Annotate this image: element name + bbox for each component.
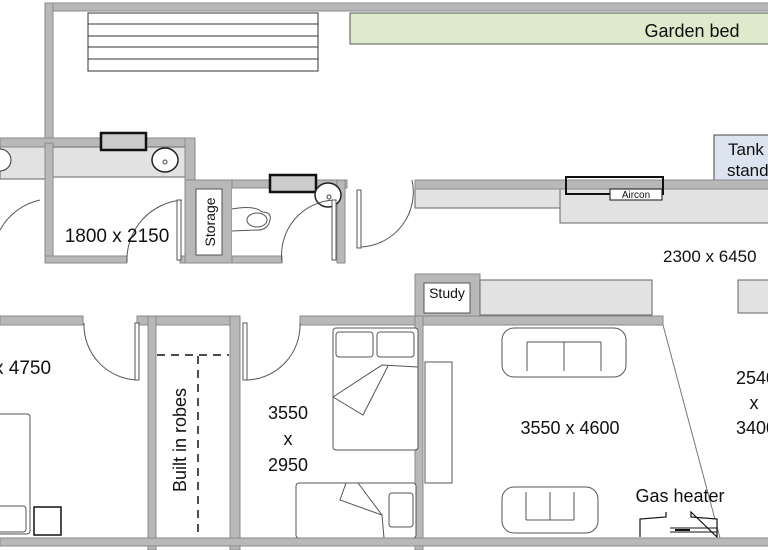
door-leaf[interactable]: [356, 189, 362, 249]
garden-bed: Garden bed: [349, 12, 768, 45]
window-icon: [99, 131, 148, 152]
living-dimensions: 3550 x 4600: [520, 418, 619, 438]
bottom-wall: [0, 537, 768, 547]
study-bench: [479, 279, 653, 316]
dining-width: 2540: [736, 368, 768, 388]
tank-stand: Tank stand: [713, 134, 768, 182]
storage-box: [195, 188, 223, 256]
bedroom-door[interactable]: [83, 322, 139, 381]
garden-bed-label: Garden bed: [644, 21, 739, 41]
toilet-bottom-wall: [231, 255, 283, 264]
door-leaf[interactable]: [176, 199, 182, 261]
hall-wall: [414, 179, 768, 190]
study-desk: [423, 282, 471, 314]
bedroom-top-wall: [0, 315, 84, 326]
robes-label: Built in robes: [170, 388, 190, 492]
living-top-wall: [414, 315, 664, 326]
door-leaf[interactable]: [331, 199, 337, 261]
bench: [414, 188, 561, 209]
bedroom2-x: x: [284, 429, 293, 449]
bathroom-dimensions: 1800 x 2150: [65, 226, 170, 247]
sink-icon: [0, 148, 12, 172]
hall-dimensions: 2300 x 6450: [663, 247, 757, 266]
pillow: [0, 505, 27, 533]
floor-transition-line: [662, 324, 721, 539]
bedroom2-top-wall: [299, 315, 421, 326]
sink-icon: [314, 182, 342, 208]
toilet-door[interactable]: [281, 199, 335, 263]
tv-cabinet: [424, 361, 453, 484]
striped-deck: [87, 12, 319, 72]
bed: [0, 413, 31, 535]
dining-x: x: [750, 393, 759, 413]
study-label: Study: [429, 285, 465, 301]
sofa: [501, 327, 627, 378]
dining-height: 3400: [736, 418, 768, 438]
sofa: [501, 486, 599, 534]
left-outer-wall: [44, 2, 54, 144]
bedroom-left-dimensions: x 4750: [0, 358, 51, 379]
window-icon: [268, 173, 318, 194]
bedside-table: [33, 506, 62, 536]
bathroom-door[interactable]: [126, 199, 183, 263]
bench: [737, 279, 768, 314]
bathroom-left-wall: [44, 142, 54, 264]
bedroom2-door[interactable]: [246, 322, 301, 381]
bathroom-bottom-wall: [44, 255, 128, 264]
tank-label-2: stand: [727, 161, 768, 180]
storage-label: Storage: [202, 197, 218, 246]
door-swing[interactable]: [0, 199, 41, 231]
toilet-right-wall: [336, 179, 346, 264]
aircon-label: Aircon: [622, 190, 650, 201]
aircon-label-box: [609, 188, 663, 201]
gas-heater-icon: [639, 510, 718, 539]
bathroom-top-wall: [0, 137, 196, 148]
bedroom2-width: 3550: [268, 403, 308, 423]
bed: [295, 482, 417, 539]
robe-right-wall: [229, 315, 241, 550]
toilet-icon: [231, 207, 271, 232]
bedroom2-height: 2950: [268, 455, 308, 475]
door-leaf[interactable]: [242, 322, 248, 381]
tank-label-1: Tank: [728, 140, 764, 159]
gas-heater-label: Gas heater: [635, 486, 724, 506]
robe-left-wall: [147, 315, 157, 550]
top-outer-wall: [44, 2, 768, 12]
hall-door[interactable]: [360, 179, 414, 248]
door-leaf[interactable]: [134, 322, 140, 381]
bed: [332, 327, 419, 451]
sink-icon: [151, 147, 179, 173]
